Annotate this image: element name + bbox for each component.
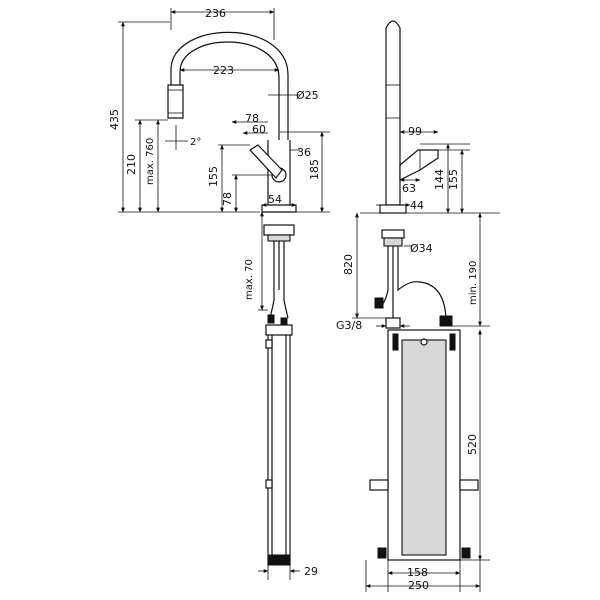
dim-g38: G3/8 bbox=[336, 319, 362, 332]
faucet-body bbox=[267, 140, 291, 205]
base-plate bbox=[261, 204, 297, 213]
dim-54: 54 bbox=[268, 193, 282, 206]
side-supply-hoses bbox=[381, 246, 447, 321]
dim-236: 236 bbox=[205, 7, 226, 20]
dim-max-760: max. 760 bbox=[145, 138, 156, 185]
front-view: 236 223 Ø25 435 210 max. 760 2° 78 60 36… bbox=[108, 7, 330, 580]
dim-99: 99 bbox=[408, 125, 422, 138]
dim-78-base: 78 bbox=[221, 192, 234, 206]
dim-820: 820 bbox=[342, 254, 355, 275]
side-base bbox=[379, 204, 407, 214]
box-clip-right bbox=[459, 479, 479, 491]
dim-diameter-25: Ø25 bbox=[296, 89, 319, 102]
dim-155-right: 155 bbox=[447, 169, 460, 190]
mounting-nut bbox=[263, 224, 295, 236]
dim-angle-2: 2° bbox=[190, 137, 201, 148]
spray-head bbox=[167, 84, 184, 119]
dim-63: 63 bbox=[402, 182, 416, 195]
dim-210: 210 bbox=[125, 154, 138, 175]
dim-158: 158 bbox=[407, 566, 428, 579]
dim-250: 250 bbox=[408, 579, 429, 592]
dim-223: 223 bbox=[213, 64, 234, 77]
dim-min-190: min. 190 bbox=[468, 261, 479, 305]
dim-44: 44 bbox=[410, 199, 424, 212]
side-view: 99 144 155 63 44 Ø34 820 min. 190 G3/8 5… bbox=[336, 20, 500, 592]
side-spout bbox=[385, 20, 401, 206]
dim-155-left: 155 bbox=[207, 166, 220, 187]
dim-max-70: max. 70 bbox=[244, 259, 255, 300]
lever-handle bbox=[249, 144, 283, 179]
dim-520: 520 bbox=[466, 434, 479, 455]
dim-diameter-34: Ø34 bbox=[410, 242, 433, 255]
dim-78: 78 bbox=[245, 112, 259, 125]
dim-144: 144 bbox=[433, 169, 446, 190]
pull-out-hose bbox=[267, 330, 291, 565]
dim-29: 29 bbox=[304, 565, 318, 578]
box-clip-left bbox=[369, 479, 389, 491]
dim-435: 435 bbox=[108, 109, 121, 130]
dim-60: 60 bbox=[252, 123, 266, 136]
dim-185: 185 bbox=[308, 159, 321, 180]
dim-36: 36 bbox=[297, 146, 311, 159]
spout-arch-outer bbox=[170, 31, 289, 140]
